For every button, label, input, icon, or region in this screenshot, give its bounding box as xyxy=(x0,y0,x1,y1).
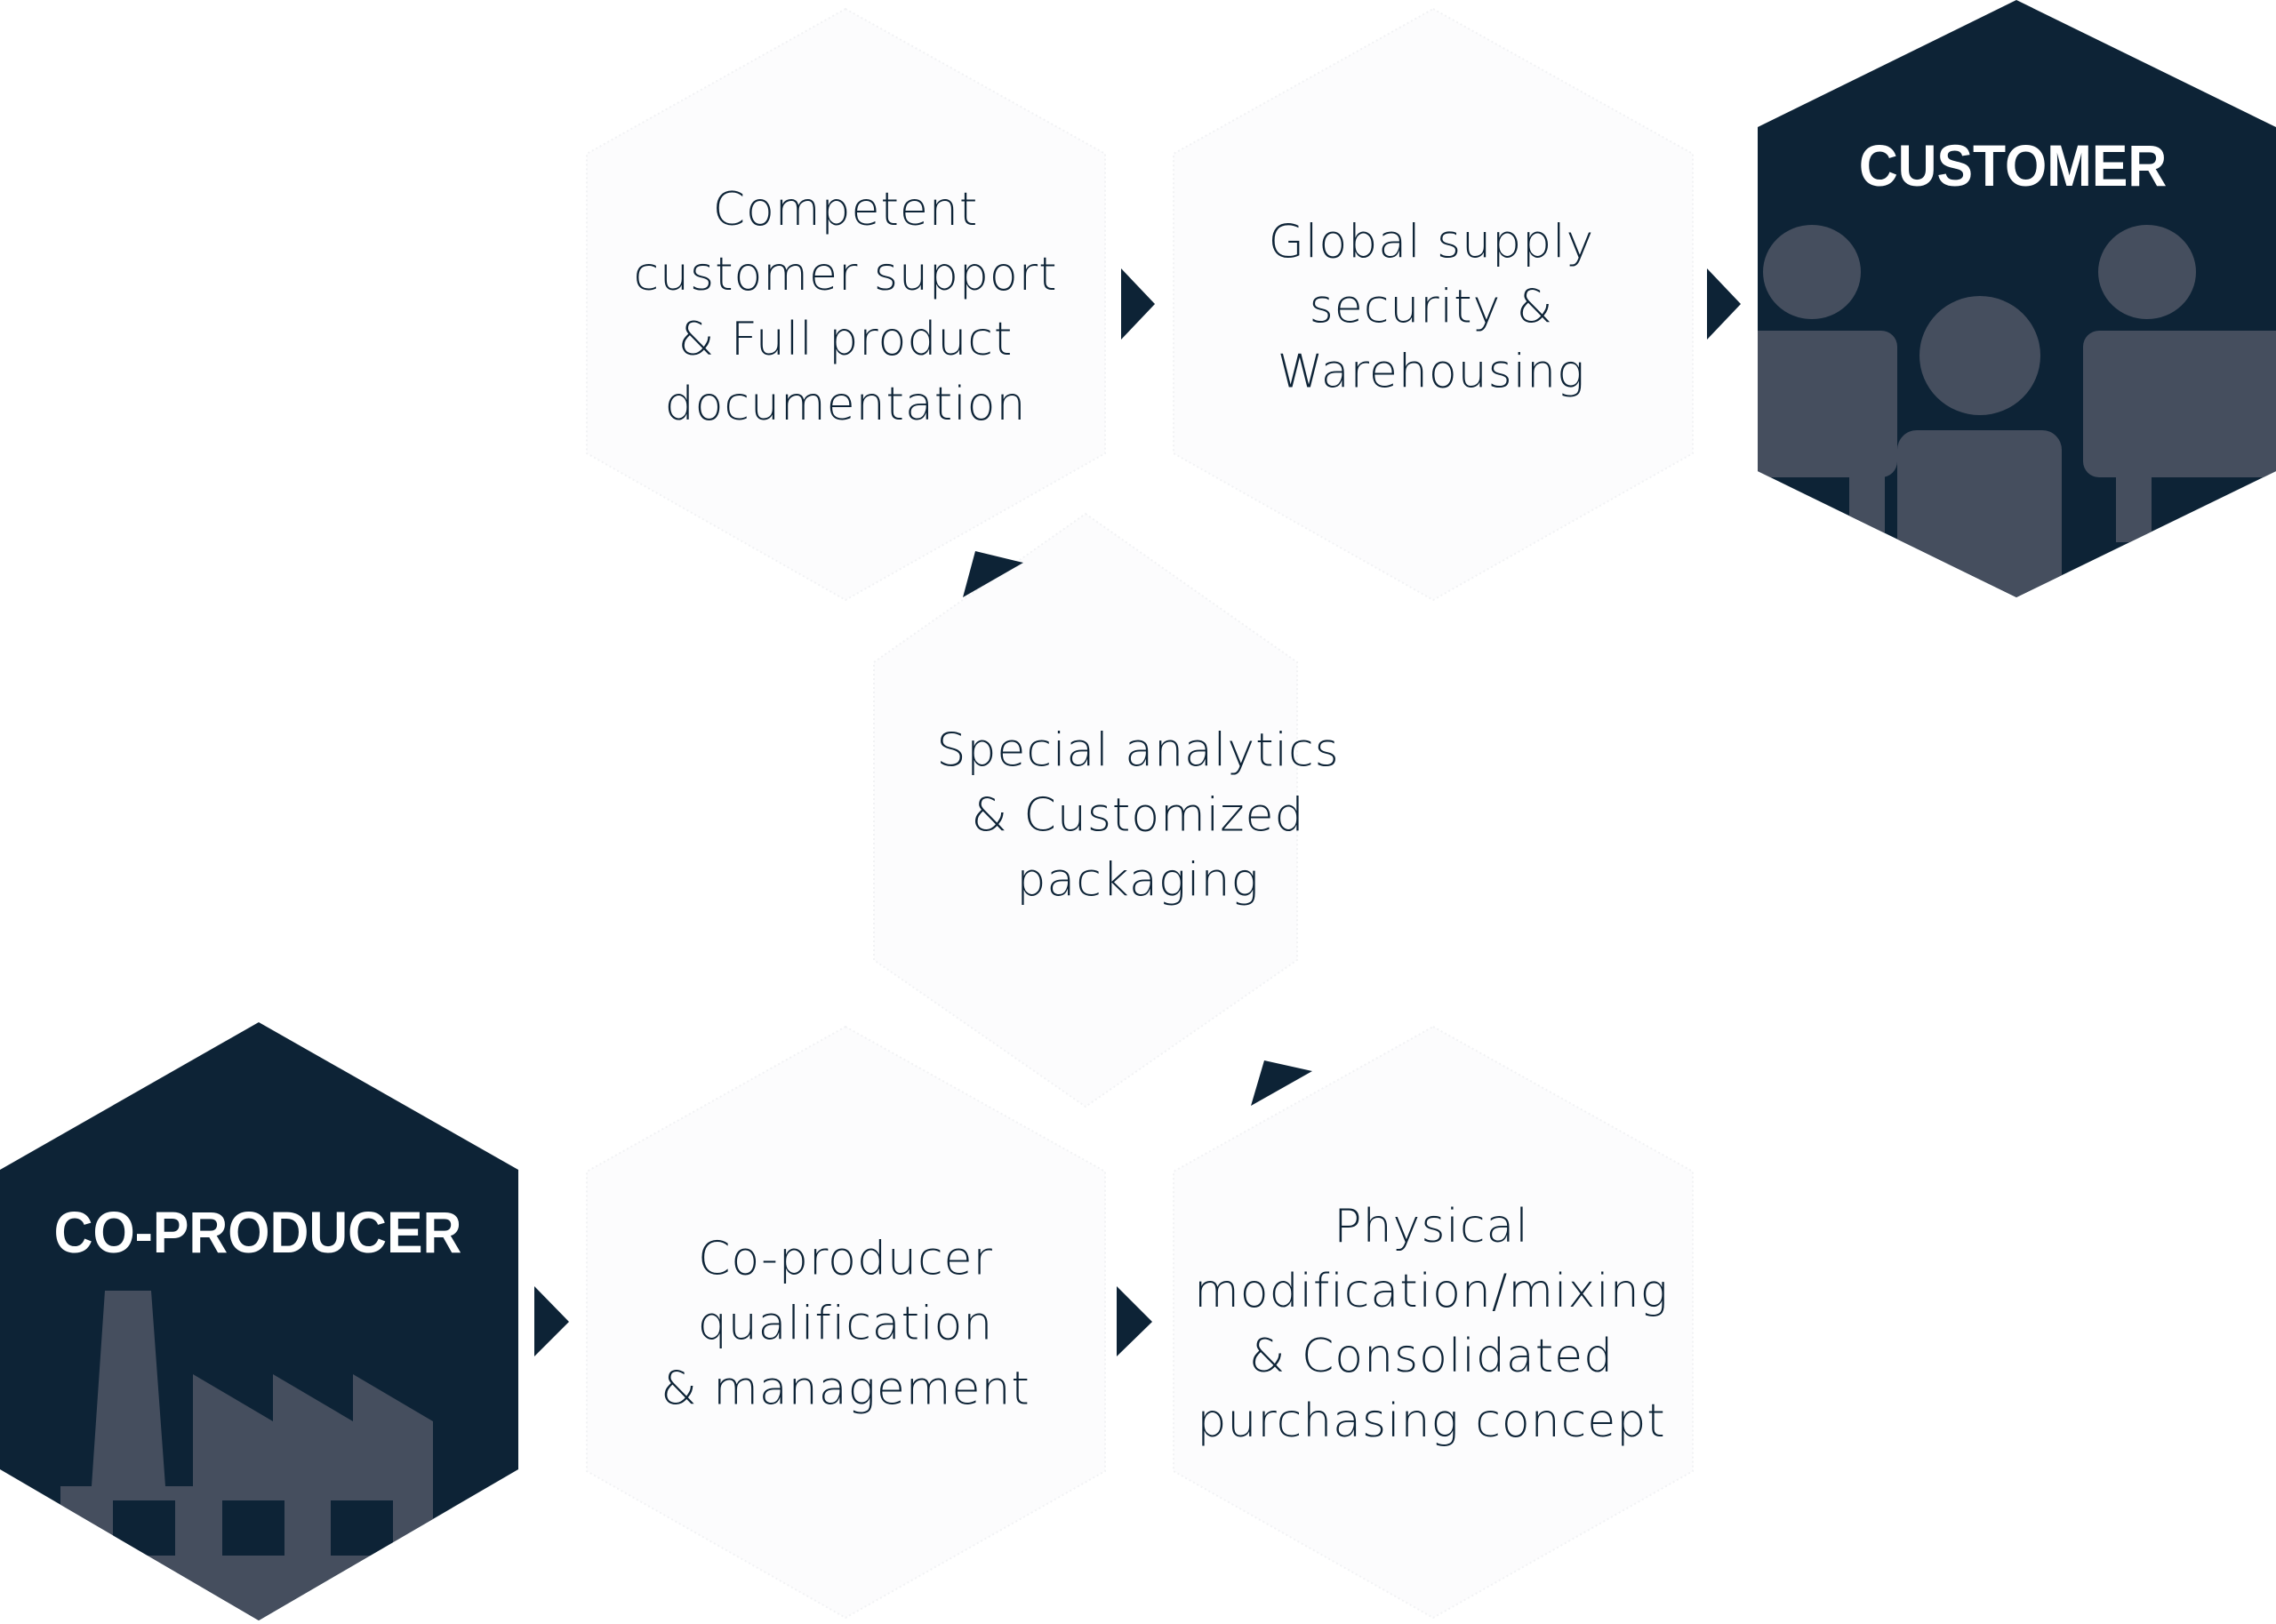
hex-special-analytics xyxy=(873,512,1298,1108)
step-text-line: qualification xyxy=(697,1297,994,1351)
step-text-line: customer support xyxy=(633,248,1058,301)
step-text-line: Special analytics xyxy=(936,724,1340,778)
step-text-line: & Consolidated xyxy=(1248,1330,1615,1383)
people-group-icon xyxy=(1758,225,2276,597)
hex-physical-modification xyxy=(1173,1025,1694,1620)
step-coproducer-qualification-text: Co-producer qualification & management xyxy=(605,1228,1086,1422)
arrow-icon-qualification-to-physical xyxy=(1117,1286,1152,1356)
step-text-line: Co-producer xyxy=(698,1232,993,1286)
arrow-icon-analytics-to-support xyxy=(963,551,1023,597)
step-global-supply-text: Global supply security & Warehousing xyxy=(1191,211,1671,405)
step-text-line: Global supply xyxy=(1268,215,1595,269)
hex-customer-support xyxy=(586,7,1106,602)
factory-icon xyxy=(60,1291,433,1620)
step-text-line: Physical xyxy=(1334,1200,1529,1253)
coproducer-title: CO-PRODUCER xyxy=(53,1199,462,1265)
step-customer-support-text: Competent customer support & Full produc… xyxy=(605,178,1086,437)
arrow-icon-support-to-supply xyxy=(1121,268,1155,340)
coproducer-hexagon xyxy=(0,1022,518,1620)
arrow-icon-supply-to-customer xyxy=(1707,268,1741,340)
step-text-line: & Customized xyxy=(971,788,1305,843)
arrow-icon-coproducer-to-qualification xyxy=(534,1286,569,1356)
hex-global-supply xyxy=(1173,7,1694,602)
step-text-line: packaging xyxy=(1016,853,1260,908)
step-text-line: Competent xyxy=(712,183,979,236)
step-text-line: & management xyxy=(661,1362,1030,1416)
hex-coproducer-qualification xyxy=(586,1025,1106,1620)
step-physical-modification-text: Physical modification/mixing & Consolida… xyxy=(1191,1195,1671,1454)
step-special-analytics-text: Special analytics & Customized packaging xyxy=(898,719,1378,914)
arrow-icon-physical-to-analytics xyxy=(1251,1060,1312,1106)
customer-title: CUSTOMER xyxy=(1858,132,2168,198)
customer-hexagon xyxy=(1758,0,2276,597)
step-text-line: purchasing concept xyxy=(1197,1395,1666,1448)
step-text-line: documentation xyxy=(664,378,1027,431)
step-text-line: & Full product xyxy=(677,313,1014,366)
step-text-line: modification/mixing xyxy=(1194,1265,1669,1318)
step-text-line: Warehousing xyxy=(1277,345,1586,399)
step-text-line: security & xyxy=(1309,280,1554,334)
